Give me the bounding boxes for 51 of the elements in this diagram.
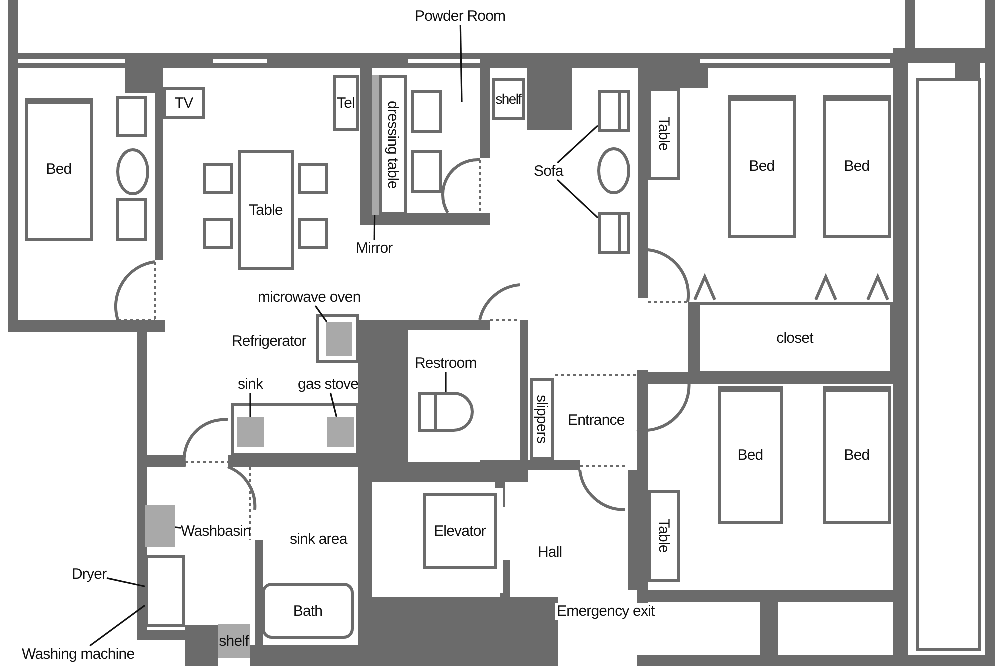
room-label: Powder Room xyxy=(415,8,506,25)
leader-line xyxy=(445,372,447,392)
exit-label: Emergency exit xyxy=(555,603,657,620)
bed-box: Bed xyxy=(25,98,93,241)
bed-box: Bed xyxy=(823,95,891,238)
mirror-strip xyxy=(372,75,379,215)
room-label: Restroom xyxy=(415,355,477,372)
room-label: Mirror xyxy=(356,240,393,257)
leader-line xyxy=(250,393,252,417)
room-label: sink area xyxy=(290,531,348,548)
furniture-box: Table xyxy=(648,490,680,582)
leader-line xyxy=(106,578,146,588)
leader-line xyxy=(174,526,182,529)
appliance-box: shelf xyxy=(218,624,250,658)
leader-line xyxy=(460,24,463,102)
leader-line xyxy=(557,179,599,219)
appliance-box xyxy=(327,417,354,447)
room-label: Washing machine xyxy=(22,646,135,663)
appliance-label: Refrigerator xyxy=(232,333,306,350)
room-label: microwave oven xyxy=(258,289,361,306)
bed-box: Bed xyxy=(728,95,796,238)
bed-box: Bed xyxy=(823,386,891,524)
room-label: Washbasin xyxy=(181,523,252,540)
appliance-box xyxy=(237,417,264,447)
sofa-chair xyxy=(598,90,630,132)
furniture-box: Tel xyxy=(333,75,359,131)
sofa-chair xyxy=(598,212,630,254)
leader-line xyxy=(330,392,338,418)
furniture-box: closet xyxy=(697,302,893,374)
furniture-box: TV xyxy=(163,87,205,119)
room-label: Hall xyxy=(538,544,562,561)
bed-box: Bed xyxy=(718,386,783,524)
leader-line xyxy=(374,215,376,240)
leader-line xyxy=(314,306,328,322)
appliance-box xyxy=(145,505,175,547)
toilet-drawing xyxy=(418,392,474,432)
furniture-box: Elevator xyxy=(423,493,497,569)
furniture-box: Table xyxy=(648,88,680,180)
leader-line xyxy=(90,605,146,647)
leader-line xyxy=(557,125,599,164)
furniture-box: slippers xyxy=(530,378,554,460)
room-label: Sofa xyxy=(534,163,564,180)
room-label: Entrance xyxy=(568,412,625,429)
furniture-box: Table xyxy=(238,150,294,270)
appliance-box xyxy=(145,555,185,627)
appliance-box xyxy=(326,322,352,356)
shelf-box: shelf xyxy=(492,78,525,120)
bathtub: Bath xyxy=(262,583,354,639)
room-label: Dryer xyxy=(72,566,107,583)
furniture-box: dressing table xyxy=(379,75,407,215)
room-label: sink xyxy=(238,376,264,393)
